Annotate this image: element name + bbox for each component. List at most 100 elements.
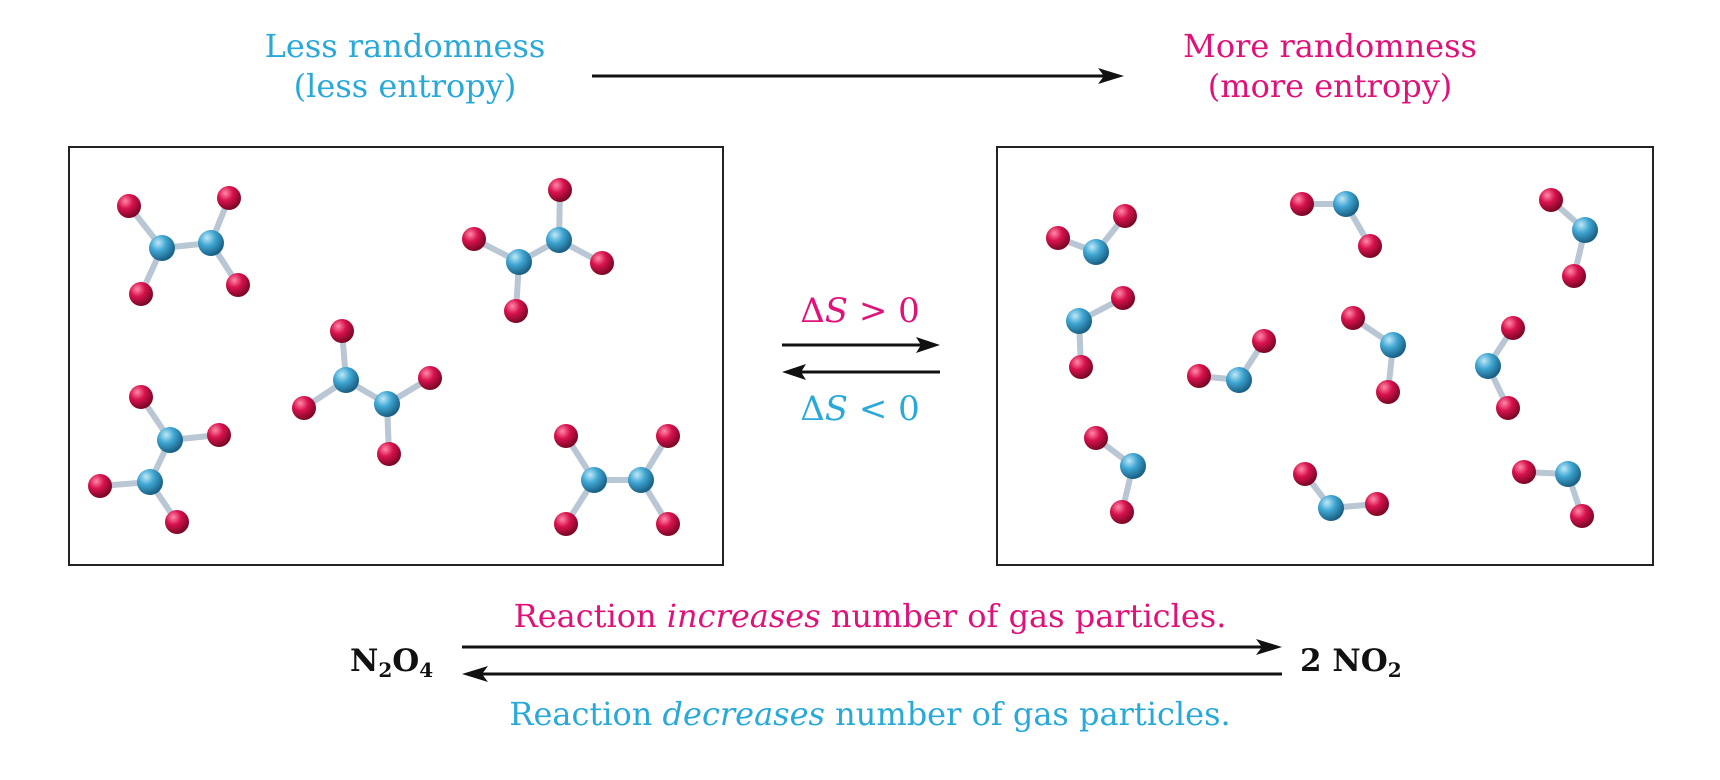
product-formula-2no2: 2 NO2 xyxy=(1300,643,1402,682)
oxygen-atom xyxy=(1110,500,1134,524)
no2-molecule xyxy=(1341,306,1406,404)
oxygen-atom xyxy=(217,186,241,210)
oxygen-atom xyxy=(165,510,189,534)
caption-emphasis: increases xyxy=(666,597,821,635)
equilibrium-arrows xyxy=(782,337,940,380)
oxygen-atom xyxy=(1084,426,1108,450)
oxygen-atom xyxy=(1046,226,1070,250)
nitrogen-atom xyxy=(198,230,224,256)
greater-than-zero: > 0 xyxy=(848,291,920,331)
oxygen-atom xyxy=(129,282,153,306)
nitrogen-atom xyxy=(1083,239,1109,265)
oxygen-atom xyxy=(1341,306,1365,330)
no2-molecule xyxy=(1512,460,1594,528)
oxygen-atom xyxy=(1111,286,1135,310)
oxygen-atom xyxy=(88,474,112,498)
nitrogen-atom xyxy=(628,467,654,493)
n2o4-molecule xyxy=(462,178,614,323)
n2o4-molecule xyxy=(292,319,442,466)
oxygen-subscript: 4 xyxy=(419,658,434,682)
caption-prefix: Reaction xyxy=(513,597,667,635)
oxygen-atom xyxy=(1113,204,1137,228)
oxygen-atom xyxy=(462,227,486,251)
oxygen-atom xyxy=(656,512,680,536)
nitrogen-atom xyxy=(1475,353,1501,379)
oxygen-atom xyxy=(504,299,528,323)
nitrogen-atom xyxy=(1380,332,1406,358)
oxygen-atom xyxy=(1290,192,1314,216)
nitrogen-atom xyxy=(1226,367,1252,393)
nitrogen-symbol: N xyxy=(350,643,379,679)
nitrogen-atom xyxy=(1120,453,1146,479)
entropy-variable: S xyxy=(824,291,849,331)
reactant-formula-n2o4: N2O4 xyxy=(350,643,433,682)
randomness-direction-arrow xyxy=(592,68,1124,84)
less-randomness-text: Less randomness xyxy=(264,27,546,65)
oxygen-atom xyxy=(377,442,401,466)
oxygen-symbol: O xyxy=(392,643,420,679)
molecules-layer xyxy=(88,178,1598,536)
no2-molecule xyxy=(1475,316,1525,420)
delta-symbol: Δ xyxy=(800,291,825,331)
nitrogen-atom xyxy=(506,249,532,275)
reaction-arrows xyxy=(462,639,1282,682)
forward-reaction-caption: Reaction increases number of gas particl… xyxy=(470,596,1270,636)
oxygen-atom xyxy=(1365,492,1389,516)
delta-s-positive-label: ΔS > 0 xyxy=(760,290,960,333)
oxygen-atom xyxy=(129,385,153,409)
nitrogen-atom xyxy=(137,469,163,495)
no2-molecule xyxy=(1290,191,1382,258)
caption-prefix: Reaction xyxy=(509,695,663,733)
oxygen-atom xyxy=(548,178,572,202)
oxygen-atom xyxy=(1252,329,1276,353)
oxygen-atom xyxy=(590,251,614,275)
oxygen-atom xyxy=(554,424,578,448)
oxygen-atom xyxy=(1512,460,1536,484)
delta-s-negative-label: ΔS < 0 xyxy=(760,388,960,431)
oxygen-atom xyxy=(292,396,316,420)
nitrogen-atom xyxy=(1555,461,1581,487)
oxygen-atom xyxy=(418,366,442,390)
oxygen-atom xyxy=(1539,188,1563,212)
product-symbol: 2 NO xyxy=(1300,643,1388,679)
oxygen-atom xyxy=(1501,316,1525,340)
n2o4-molecule xyxy=(117,186,250,306)
no2-molecule xyxy=(1066,286,1135,379)
more-entropy-label: More randomness (more entropy) xyxy=(1160,26,1500,106)
oxygen-atom xyxy=(1293,462,1317,486)
oxygen-atom xyxy=(1376,380,1400,404)
product-subscript: 2 xyxy=(1387,658,1402,682)
oxygen-atom xyxy=(117,194,141,218)
oxygen-atom xyxy=(656,424,680,448)
delta-symbol: Δ xyxy=(800,389,825,429)
oxygen-atom xyxy=(226,273,250,297)
caption-suffix: number of gas particles. xyxy=(820,597,1227,635)
less-than-zero: < 0 xyxy=(848,389,920,429)
nitrogen-atom xyxy=(1572,217,1598,243)
oxygen-atom xyxy=(330,319,354,343)
caption-suffix: number of gas particles. xyxy=(824,695,1231,733)
nitrogen-subscript: 2 xyxy=(378,658,393,682)
less-entropy-text: (less entropy) xyxy=(293,67,517,105)
nitrogen-atom xyxy=(546,227,572,253)
nitrogen-atom xyxy=(333,367,359,393)
nitrogen-atom xyxy=(1066,308,1092,334)
entropy-variable: S xyxy=(824,389,849,429)
no2-molecule xyxy=(1046,204,1137,265)
oxygen-atom xyxy=(207,423,231,447)
n2o4-molecule xyxy=(88,385,231,534)
less-entropy-label: Less randomness (less entropy) xyxy=(245,26,565,106)
more-entropy-text: (more entropy) xyxy=(1207,67,1453,105)
n2o4-box xyxy=(68,146,724,566)
nitrogen-atom xyxy=(581,467,607,493)
n2o4-molecule xyxy=(554,424,680,536)
no2-molecule xyxy=(1293,462,1389,521)
no2-molecule xyxy=(1539,188,1598,288)
caption-emphasis: decreases xyxy=(662,695,825,733)
oxygen-atom xyxy=(1562,264,1586,288)
oxygen-atom xyxy=(1358,234,1382,258)
no2-molecule xyxy=(1084,426,1146,524)
nitrogen-atom xyxy=(374,391,400,417)
